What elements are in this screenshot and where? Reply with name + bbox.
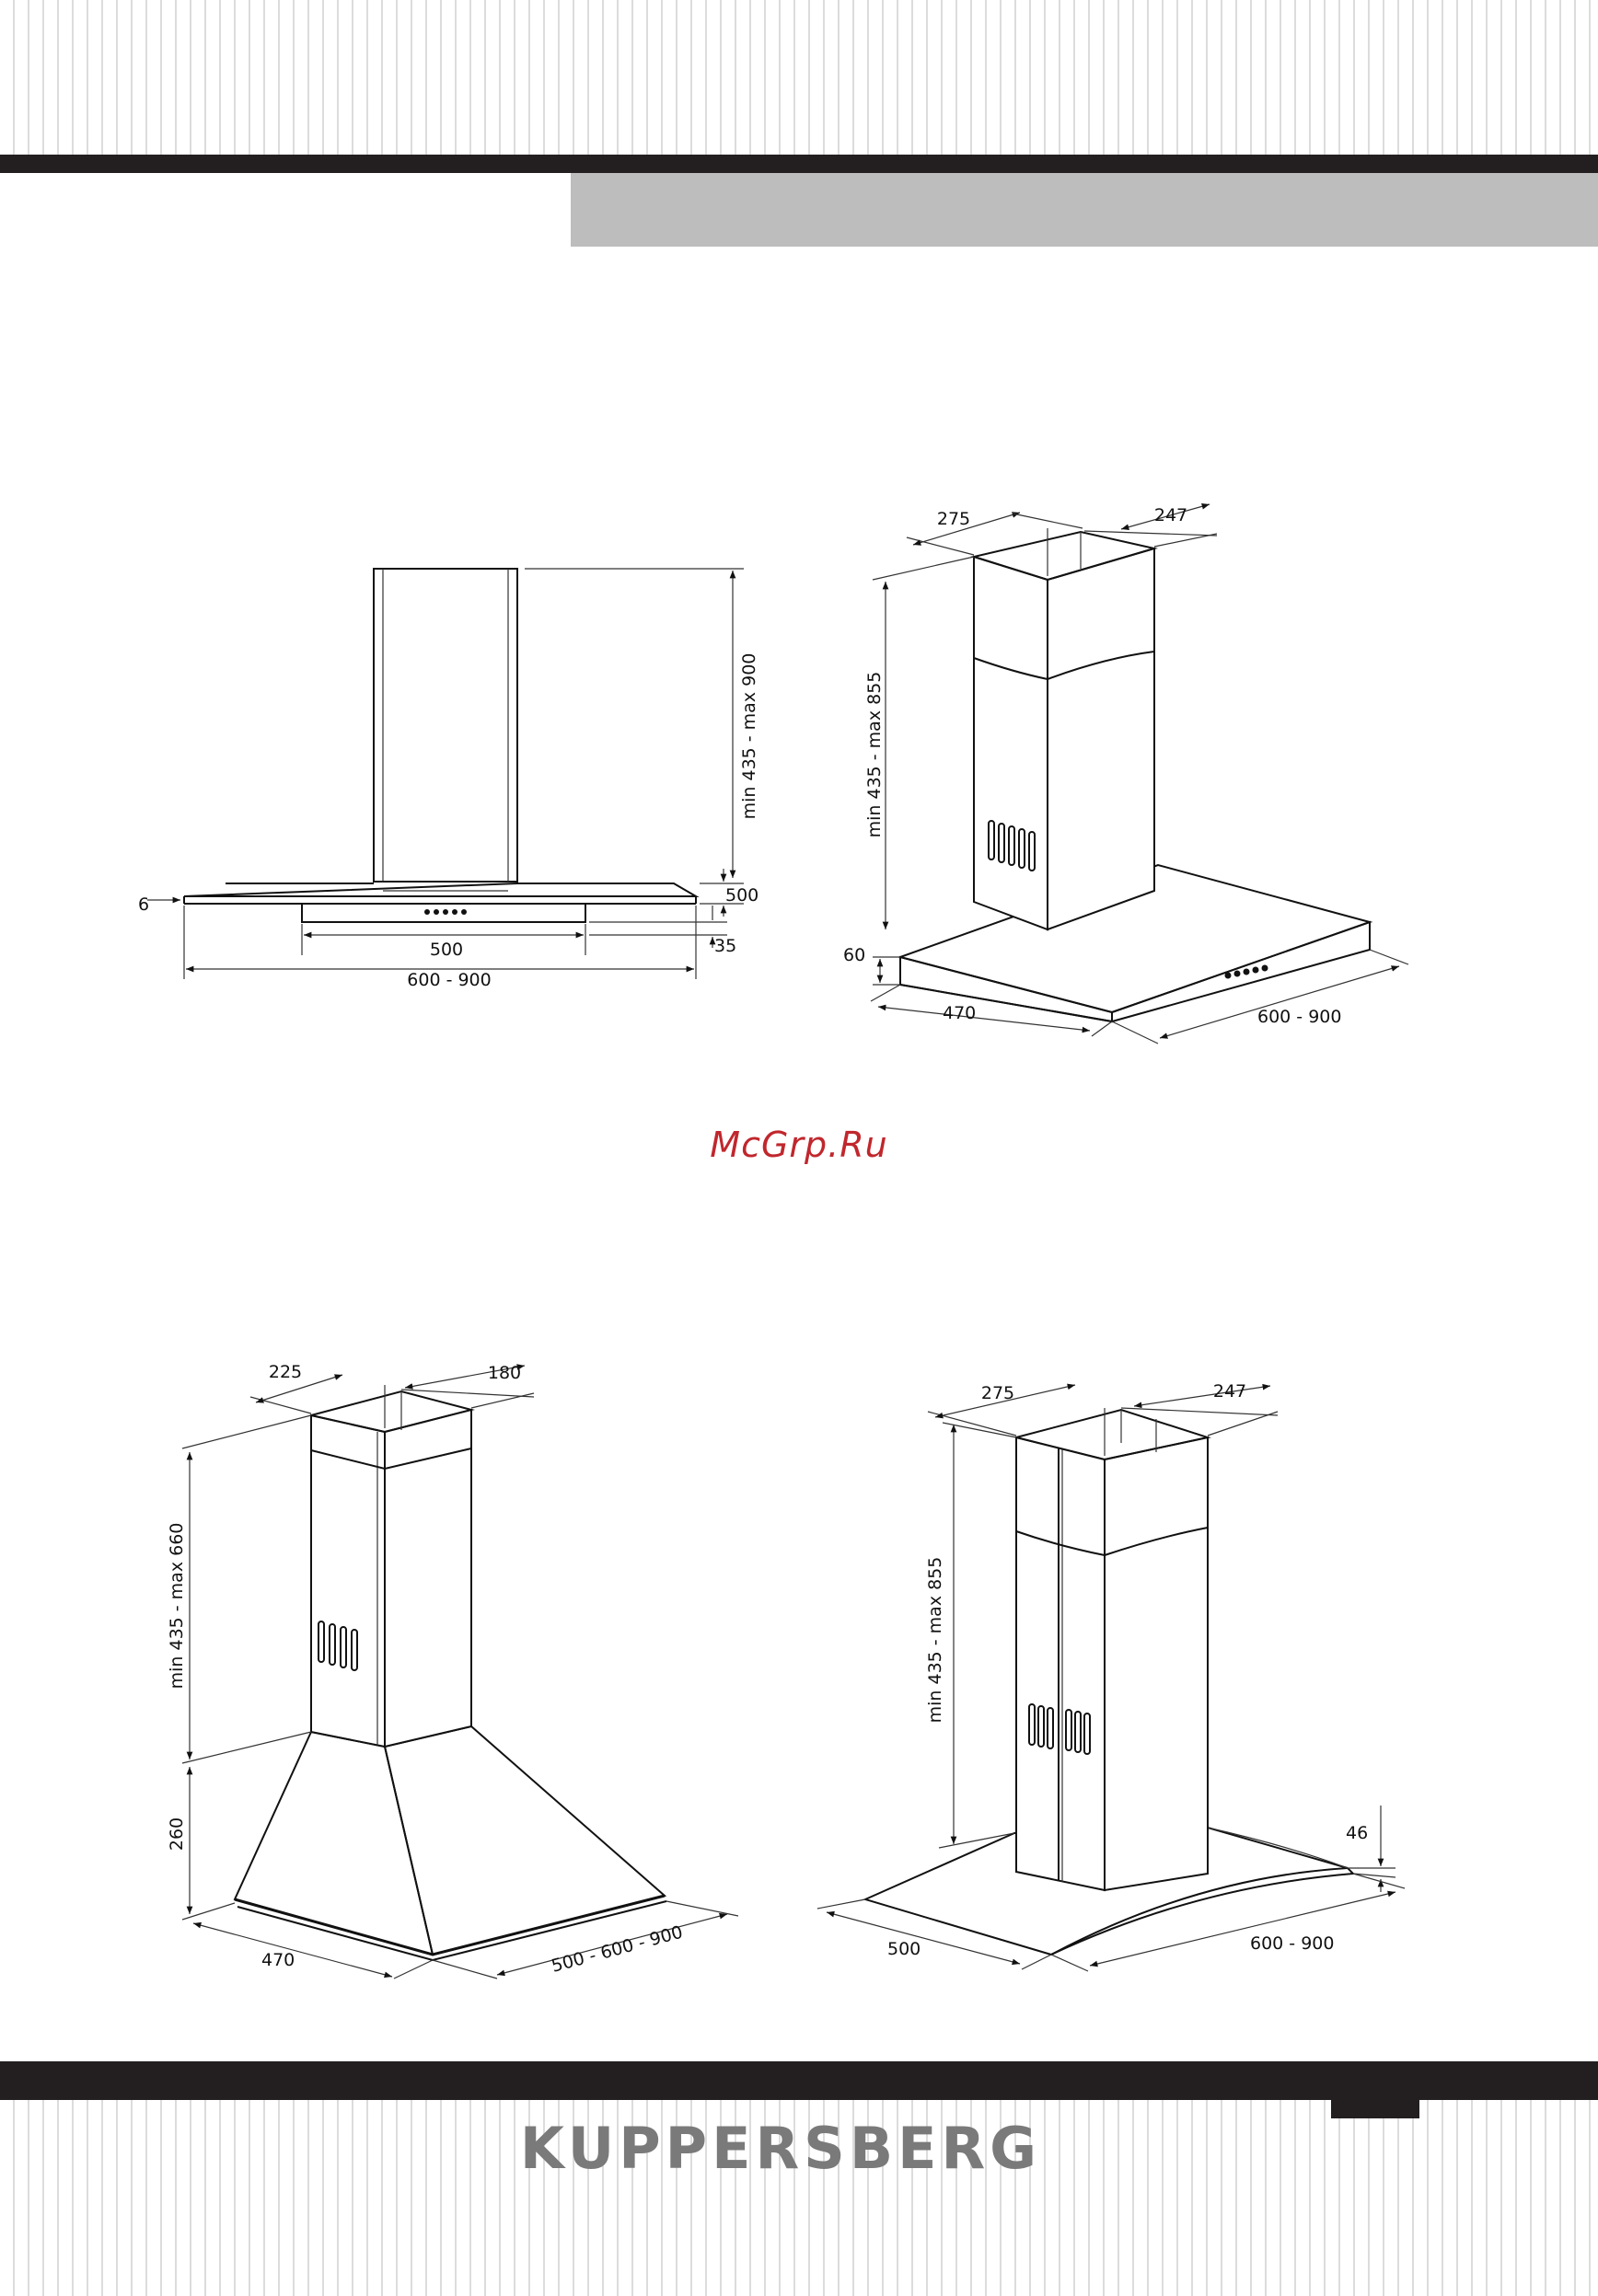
hood-4-glass-height-label: 46 (1346, 1823, 1368, 1843)
hood-3-height-label: min 435 - max 660 (167, 1523, 187, 1690)
hood-2-height-label: min 435 - max 855 (864, 672, 885, 838)
hood-3-chimney-depth-label: 180 (488, 1363, 521, 1383)
hood-2-body-height-label: 60 (843, 945, 865, 965)
hood-4-chimney-width-label: 275 (981, 1383, 1014, 1403)
hood-1-drawing: min 435 - max 900 6 500 35 500 600 - 900 (138, 569, 759, 990)
hood-4-chimney-depth-label: 247 (1213, 1381, 1246, 1402)
hood-3-canopy-height-label: 260 (167, 1817, 187, 1851)
hood-3-depth-label: 470 (261, 1950, 295, 1970)
hood-3-width-label: 500 - 600 - 900 (550, 1922, 685, 1977)
hood-2-chimney-depth-label: 247 (1154, 505, 1187, 525)
hood-1-glass-thickness-label: 6 (138, 894, 149, 915)
brand-logo: KUPPERSBERG (0, 2115, 1561, 2182)
hood-4-drawing: 275 247 min 435 - max 855 46 500 600 - 9… (817, 1381, 1405, 1971)
hood-1-inner-width-label: 500 (430, 940, 463, 960)
watermark-text: McGrp.Ru (0, 1125, 1598, 1165)
footer-bar (0, 2061, 1598, 2100)
hood-3-outline (235, 1391, 666, 1960)
hood-1-body-height-label: 35 (714, 936, 736, 956)
hood-4-width-label: 600 - 900 (1250, 1933, 1334, 1954)
hood-1-outline (184, 569, 696, 922)
hood-1-depth-label: 500 (725, 885, 758, 906)
hood-3-chimney-width-label: 225 (269, 1362, 302, 1382)
hood-2-depth-label: 470 (943, 1003, 976, 1023)
hood-3-drawing: 225 180 min 435 - max 660 260 470 500 - … (167, 1362, 738, 1979)
hood-1-height-label: min 435 - max 900 (739, 653, 759, 820)
hood-4-height-label: min 435 - max 855 (925, 1557, 945, 1724)
hood-2-drawing: 275 247 min 435 - max 855 60 470 600 - 9… (843, 504, 1408, 1044)
hood-1-width-label: 600 - 900 (407, 970, 491, 990)
hood-2-outline (900, 532, 1370, 1021)
hood-2-width-label: 600 - 900 (1257, 1007, 1341, 1027)
hood-4-depth-label: 500 (887, 1939, 921, 1959)
hood-2-chimney-width-label: 275 (937, 509, 970, 529)
hood-1-dimension-lines (147, 569, 744, 979)
